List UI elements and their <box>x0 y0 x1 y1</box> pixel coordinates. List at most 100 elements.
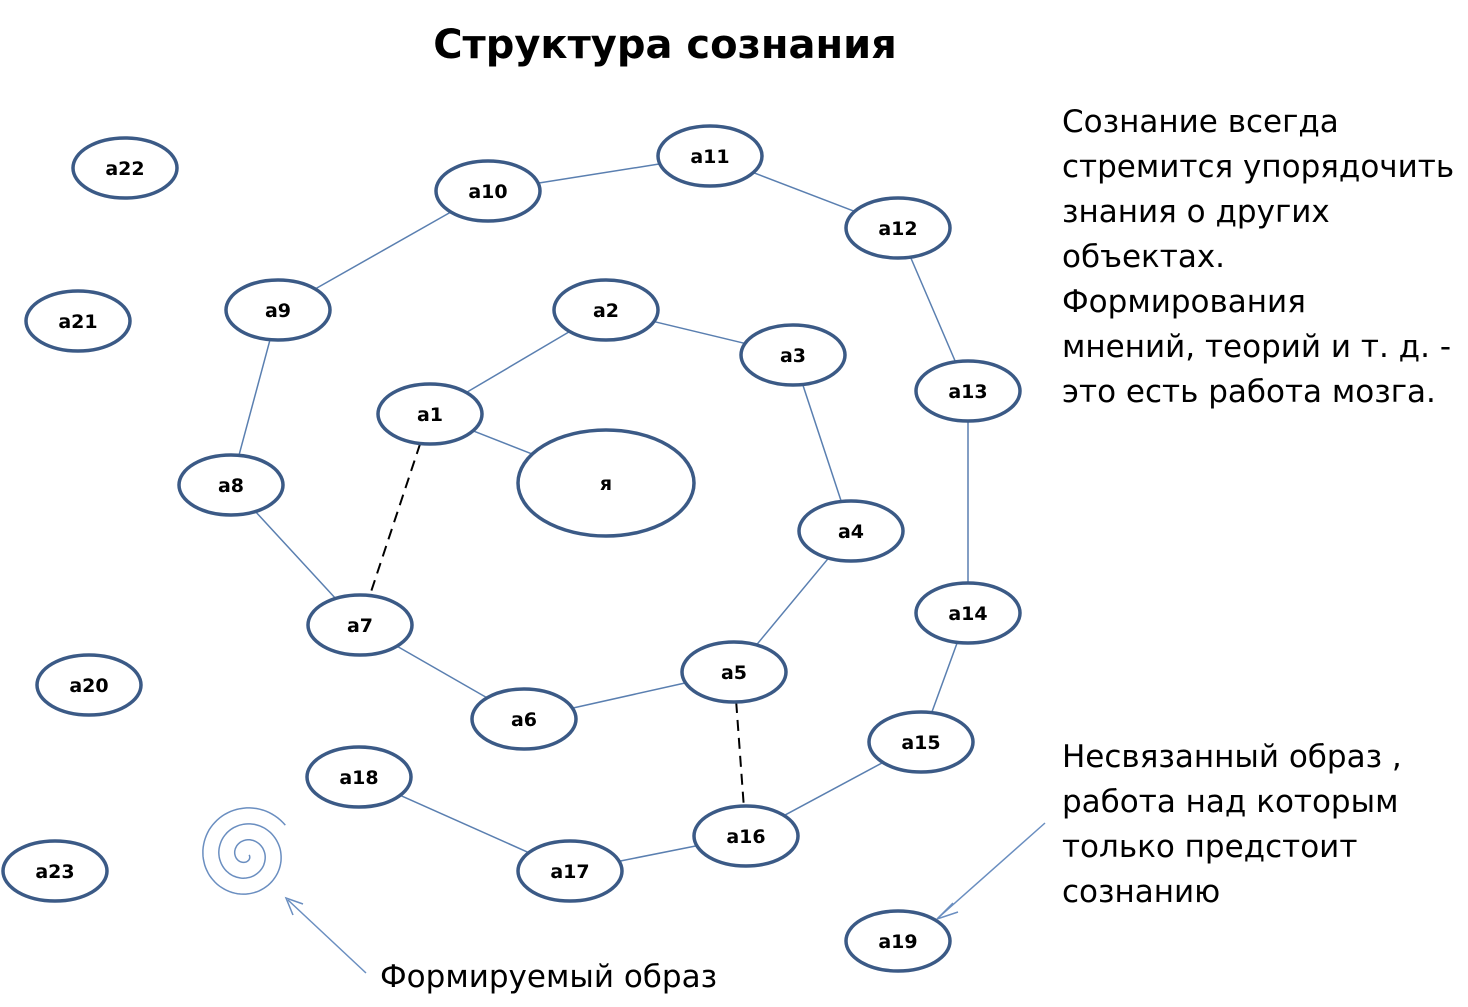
edge-a1-self <box>472 430 533 455</box>
edge-a17-a18 <box>399 794 530 854</box>
edge-a10-a11 <box>538 163 660 184</box>
diagram-title: Структура сознания <box>433 22 897 68</box>
node-ellipse-a18 <box>305 745 413 809</box>
note-unlinked-image: Несвязанный образ , работа над которым т… <box>1062 739 1402 910</box>
node-label-a9: a9 <box>265 300 291 322</box>
edge-a4-a5 <box>755 557 830 646</box>
node-a16: a16 <box>692 804 800 868</box>
nodes-layer: я a1 a2 a3 a4 a5 a6 a7 a8 a9 a10 a11 a12 a13 a14 a15 a16… <box>1 124 1022 973</box>
node-ellipse-a4 <box>797 499 905 563</box>
node-label-a15: a15 <box>901 732 940 754</box>
forming-image-spiral-icon <box>202 807 286 895</box>
node-label-a17: a17 <box>550 861 589 883</box>
edge-a5-a6 <box>572 682 686 709</box>
edge-a16-a17 <box>619 845 697 862</box>
node-a4: a4 <box>797 499 905 563</box>
node-ellipse-a12 <box>844 196 952 260</box>
node-a18: a18 <box>305 745 413 809</box>
node-ellipse-a6 <box>470 687 578 751</box>
arrow-forming-line <box>287 899 367 974</box>
edge-a9-a10 <box>314 211 452 290</box>
arrow-unlinked-head <box>936 902 959 920</box>
node-ellipse-a1 <box>376 382 484 446</box>
node-a5: a5 <box>680 640 788 704</box>
node-a9: a9 <box>224 278 332 342</box>
arrow-unlinked-line <box>937 822 1046 919</box>
node-ellipse-a19 <box>844 909 952 973</box>
node-a19: a19 <box>844 909 952 973</box>
arrow-forming-head <box>284 896 304 916</box>
node-a15: a15 <box>867 710 975 774</box>
node-label-a23: a23 <box>35 861 74 883</box>
node-ellipse-a9 <box>224 278 332 342</box>
node-a2: a2 <box>552 278 660 342</box>
edge-a8-a9 <box>238 339 271 456</box>
note-forming-image: Формируемый образ <box>380 959 718 995</box>
node-label-a1: a1 <box>417 404 443 426</box>
node-ellipse-a8 <box>177 453 285 517</box>
edge-a12-a13 <box>909 256 957 363</box>
note-consciousness: Сознание всегда стремится упорядочить зн… <box>1062 104 1455 410</box>
edge-a11-a12 <box>753 171 855 213</box>
node-label-a10: a10 <box>468 181 507 203</box>
node-ellipse-a17 <box>516 839 624 903</box>
node-label-a20: a20 <box>69 675 108 697</box>
node-ellipse-a11 <box>656 124 764 188</box>
node-label-a5: a5 <box>721 662 747 684</box>
node-a13: a13 <box>914 359 1022 423</box>
node-label-a11: a11 <box>690 146 729 168</box>
node-a3: a3 <box>739 323 847 387</box>
node-label-a18: a18 <box>339 767 378 789</box>
node-a1: a1 <box>376 382 484 446</box>
node-a10: a10 <box>434 159 542 223</box>
node-self: я <box>516 428 696 538</box>
node-a20: a20 <box>35 653 143 717</box>
node-label-a14: a14 <box>948 603 987 625</box>
node-label-a7: a7 <box>347 615 373 637</box>
node-label-a4: a4 <box>838 521 864 543</box>
node-ellipse-a21 <box>24 289 132 353</box>
node-ellipse-a5 <box>680 640 788 704</box>
node-a14: a14 <box>914 581 1022 645</box>
edge-a14-a15 <box>930 642 959 713</box>
node-label-a13: a13 <box>948 381 987 403</box>
edges-layer <box>238 163 969 862</box>
node-ellipse-a10 <box>434 159 542 223</box>
node-ellipse-a13 <box>914 359 1022 423</box>
node-a23: a23 <box>1 839 109 903</box>
node-ellipse-a2 <box>552 278 660 342</box>
node-label-a8: a8 <box>218 475 244 497</box>
node-ellipse-self <box>516 428 696 538</box>
node-label-a3: a3 <box>780 345 806 367</box>
edge-a6-a7 <box>396 645 488 699</box>
edge-a15-a16 <box>783 761 884 817</box>
node-label-a21: a21 <box>58 311 97 333</box>
node-label-a6: a6 <box>511 709 537 731</box>
node-ellipse-a20 <box>35 653 143 717</box>
node-a22: a22 <box>71 136 179 200</box>
node-ellipse-a23 <box>1 839 109 903</box>
node-label-self: я <box>600 473 612 495</box>
node-a11: a11 <box>656 124 764 188</box>
node-label-a12: a12 <box>878 218 917 240</box>
node-ellipse-a3 <box>739 323 847 387</box>
node-label-a2: a2 <box>593 300 619 322</box>
node-ellipse-a7 <box>306 593 414 657</box>
node-ellipse-a15 <box>867 710 975 774</box>
node-a12: a12 <box>844 196 952 260</box>
node-a7: a7 <box>306 593 414 657</box>
edge-a2-a3 <box>653 320 746 345</box>
node-a8: a8 <box>177 453 285 517</box>
node-label-a16: a16 <box>726 826 765 848</box>
node-label-a22: a22 <box>105 158 144 180</box>
edge-a1-a7 <box>368 443 422 596</box>
node-a6: a6 <box>470 687 578 751</box>
annotation-arrows <box>284 822 1046 974</box>
edge-a1-a2 <box>465 330 571 394</box>
edge-a7-a8 <box>254 510 337 600</box>
node-ellipse-a16 <box>692 804 800 868</box>
node-ellipse-a22 <box>71 136 179 200</box>
node-ellipse-a14 <box>914 581 1022 645</box>
edge-a3-a4 <box>802 384 842 502</box>
